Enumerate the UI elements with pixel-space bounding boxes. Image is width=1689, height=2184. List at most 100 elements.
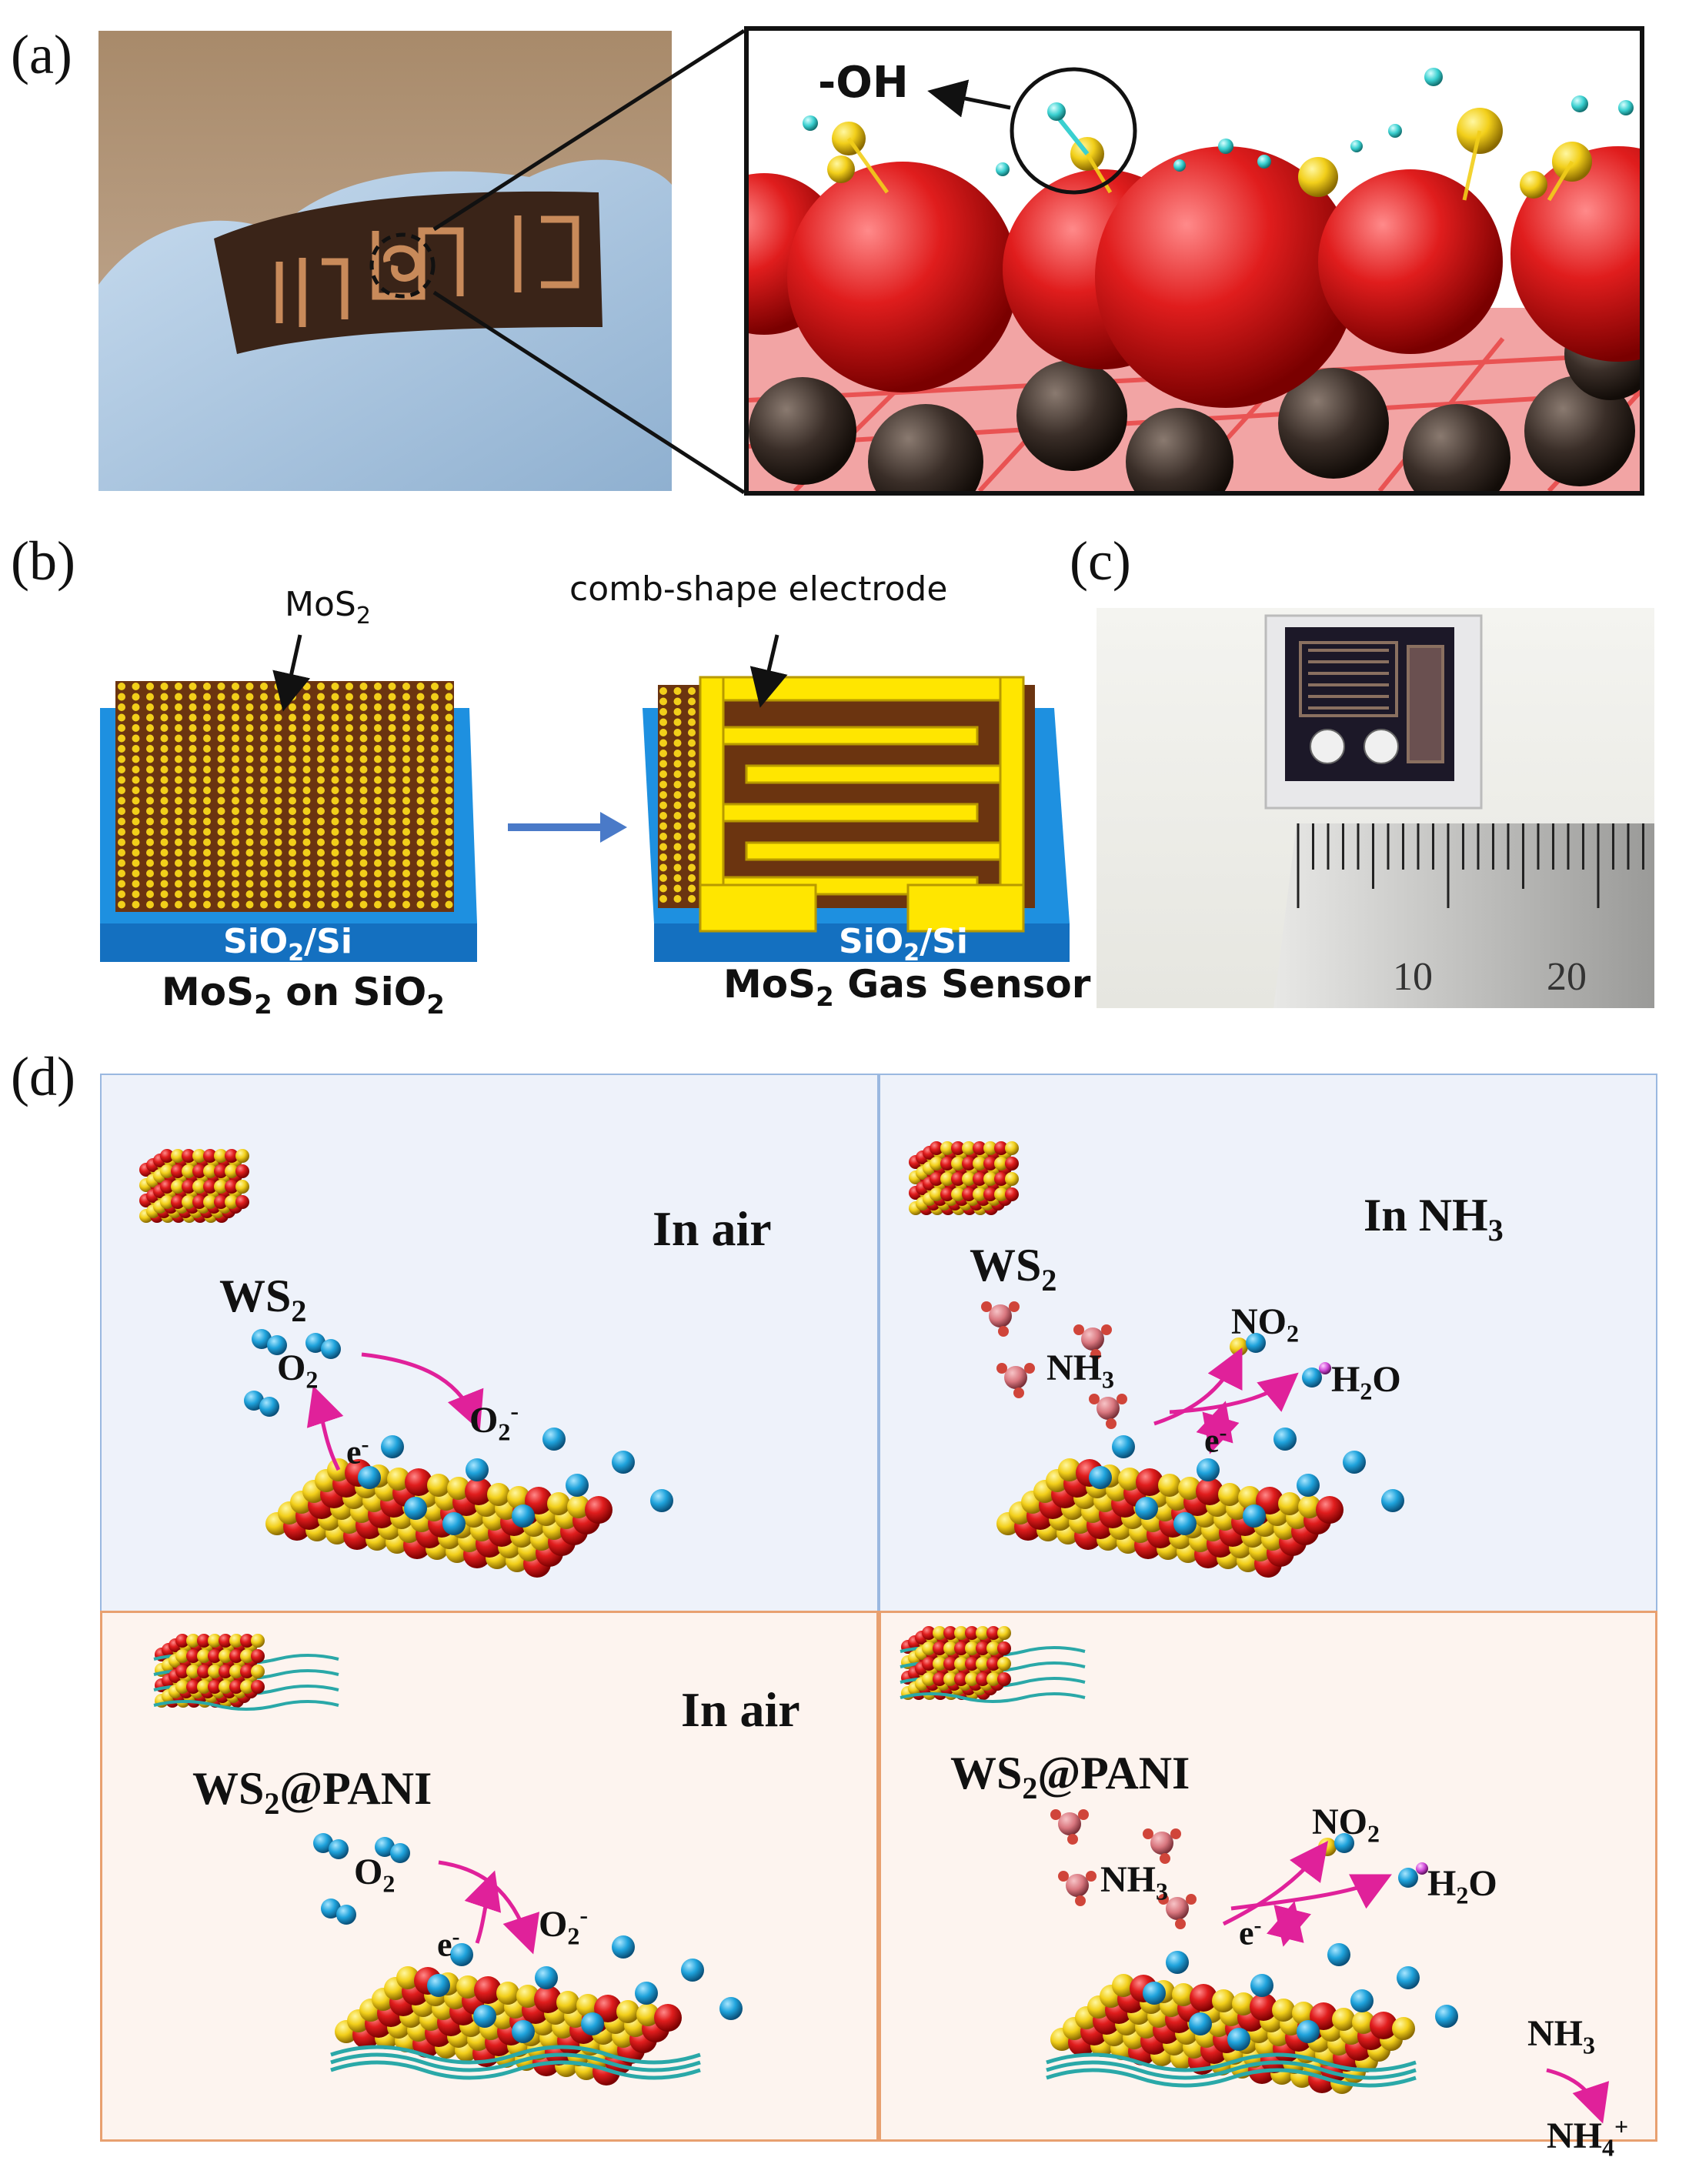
pani-chain bbox=[1046, 2060, 1417, 2080]
sulfur-atom bbox=[445, 817, 453, 826]
sulfur-atom bbox=[659, 812, 667, 820]
sulfur-atom bbox=[659, 739, 667, 747]
oxygen-atom bbox=[1381, 1489, 1404, 1512]
sulfur-atom bbox=[673, 884, 682, 893]
tl-ion: O2- bbox=[469, 1397, 519, 1446]
sulfur-atom bbox=[359, 807, 368, 815]
sulfur-atom bbox=[189, 776, 197, 784]
panel-b-figure: MoS2 SiO2/Si MoS2 on SiO2 comb-shape ele… bbox=[69, 562, 1100, 1039]
sulfur-atom bbox=[673, 750, 682, 757]
sulfur-atom bbox=[260, 776, 268, 784]
reaction-arrows bbox=[306, 1347, 1610, 2124]
sulfur-atom bbox=[688, 718, 696, 726]
oxygen-atom bbox=[612, 1935, 635, 1959]
sulfur-atom bbox=[445, 796, 453, 805]
sulfur-atom bbox=[374, 683, 382, 690]
sulfur-atom bbox=[132, 755, 140, 763]
sulfur-atom bbox=[673, 863, 682, 872]
ws2-atom bbox=[219, 1680, 232, 1694]
sulfur-atom bbox=[260, 734, 268, 743]
sulfur-atom bbox=[232, 828, 239, 836]
sulfur-atom bbox=[146, 786, 154, 794]
ws2-atom bbox=[930, 1187, 943, 1201]
sulfur-atom bbox=[189, 713, 197, 722]
sulfur-atom bbox=[289, 734, 296, 743]
sulfur-atom bbox=[260, 796, 268, 805]
sulfur-atom bbox=[331, 683, 339, 690]
sulfur-atom bbox=[245, 755, 254, 763]
sulfur-atom bbox=[331, 828, 339, 836]
sulfur-atom bbox=[374, 890, 382, 898]
sulfur-atom bbox=[245, 766, 254, 773]
sulfur-atom bbox=[374, 900, 382, 909]
ws2-atom bbox=[616, 2000, 639, 2023]
sulfur-atom bbox=[659, 843, 667, 851]
sulfur-atom bbox=[374, 859, 382, 867]
sulfur-atom bbox=[274, 766, 282, 773]
pani-chain bbox=[1046, 2068, 1417, 2088]
caption-right: MoS2 Gas Sensor bbox=[723, 962, 1091, 1013]
oxygen-atom bbox=[466, 1458, 489, 1481]
panel-a-molecular-view: -OH bbox=[744, 26, 1644, 496]
red-atoms bbox=[749, 146, 1640, 408]
sulfur-atom bbox=[445, 849, 453, 857]
sulfur-atom bbox=[331, 766, 339, 773]
sulfur-atom bbox=[388, 817, 396, 826]
sulfur-atom bbox=[160, 870, 169, 877]
sulfur-atom bbox=[416, 817, 425, 826]
sulfur-atom bbox=[402, 838, 410, 847]
ws2-atom bbox=[965, 1626, 979, 1640]
sulfur-atom bbox=[146, 838, 154, 847]
ws2-atom bbox=[1005, 1141, 1019, 1155]
ws2-atom bbox=[1370, 2012, 1397, 2039]
sulfur-atom bbox=[175, 693, 182, 701]
sulfur-atom bbox=[189, 880, 197, 888]
sulfur-atom bbox=[217, 859, 225, 867]
sulfur-atom bbox=[260, 838, 268, 847]
oxygen-atom bbox=[375, 1837, 395, 1857]
sulfur-atom bbox=[132, 817, 140, 826]
sulfur-atom bbox=[160, 786, 169, 794]
ws2-atom bbox=[465, 1478, 492, 1505]
sulfur-atom bbox=[260, 880, 268, 888]
sulfur-atom bbox=[388, 807, 396, 815]
ws2-atom bbox=[1250, 1993, 1277, 2021]
sulfur-atom bbox=[289, 849, 296, 857]
sulfur-atom bbox=[402, 828, 410, 836]
sulfur-atom bbox=[331, 870, 339, 877]
sulfur-atom bbox=[416, 828, 425, 836]
sulfur-atom bbox=[359, 817, 368, 826]
tr-product-h2o: H2O bbox=[1331, 1359, 1401, 1405]
ws2-atom bbox=[219, 1649, 232, 1663]
sulfur-atom bbox=[345, 890, 353, 898]
ws2-atom bbox=[954, 1672, 968, 1686]
oxygen-atom bbox=[267, 1335, 287, 1355]
sulfur-atom bbox=[245, 828, 254, 836]
tr-gas: NH3 bbox=[1046, 1347, 1114, 1394]
sulfur-atom bbox=[688, 708, 696, 716]
pani-chain bbox=[1046, 2052, 1417, 2072]
tr-material: WS2 bbox=[970, 1240, 1057, 1297]
sulfur-atom bbox=[416, 870, 425, 877]
hydrogen-atom bbox=[1143, 1828, 1153, 1839]
sulfur-atom bbox=[345, 817, 353, 826]
sulfur-atom bbox=[160, 724, 169, 732]
sulfur-atom bbox=[445, 683, 453, 690]
ws2-atom bbox=[547, 1492, 570, 1515]
sulfur-atom bbox=[688, 687, 696, 695]
sulfur-atom bbox=[345, 724, 353, 732]
sulfur-atom bbox=[302, 745, 311, 753]
sulfur-atom bbox=[431, 817, 439, 826]
ws2-atom bbox=[203, 1195, 217, 1209]
ws2-atom bbox=[962, 1157, 976, 1170]
sulfur-atom bbox=[146, 776, 154, 784]
sulfur-atom bbox=[175, 880, 182, 888]
sulfur-atom bbox=[232, 849, 239, 857]
ws2-atom bbox=[973, 1141, 986, 1155]
ws2-atom bbox=[456, 1975, 479, 1999]
sulfur-atom bbox=[203, 745, 211, 753]
sulfur-atom bbox=[402, 766, 410, 773]
sulfur-atom bbox=[189, 900, 197, 909]
hydrogen-atom bbox=[1086, 1871, 1097, 1882]
